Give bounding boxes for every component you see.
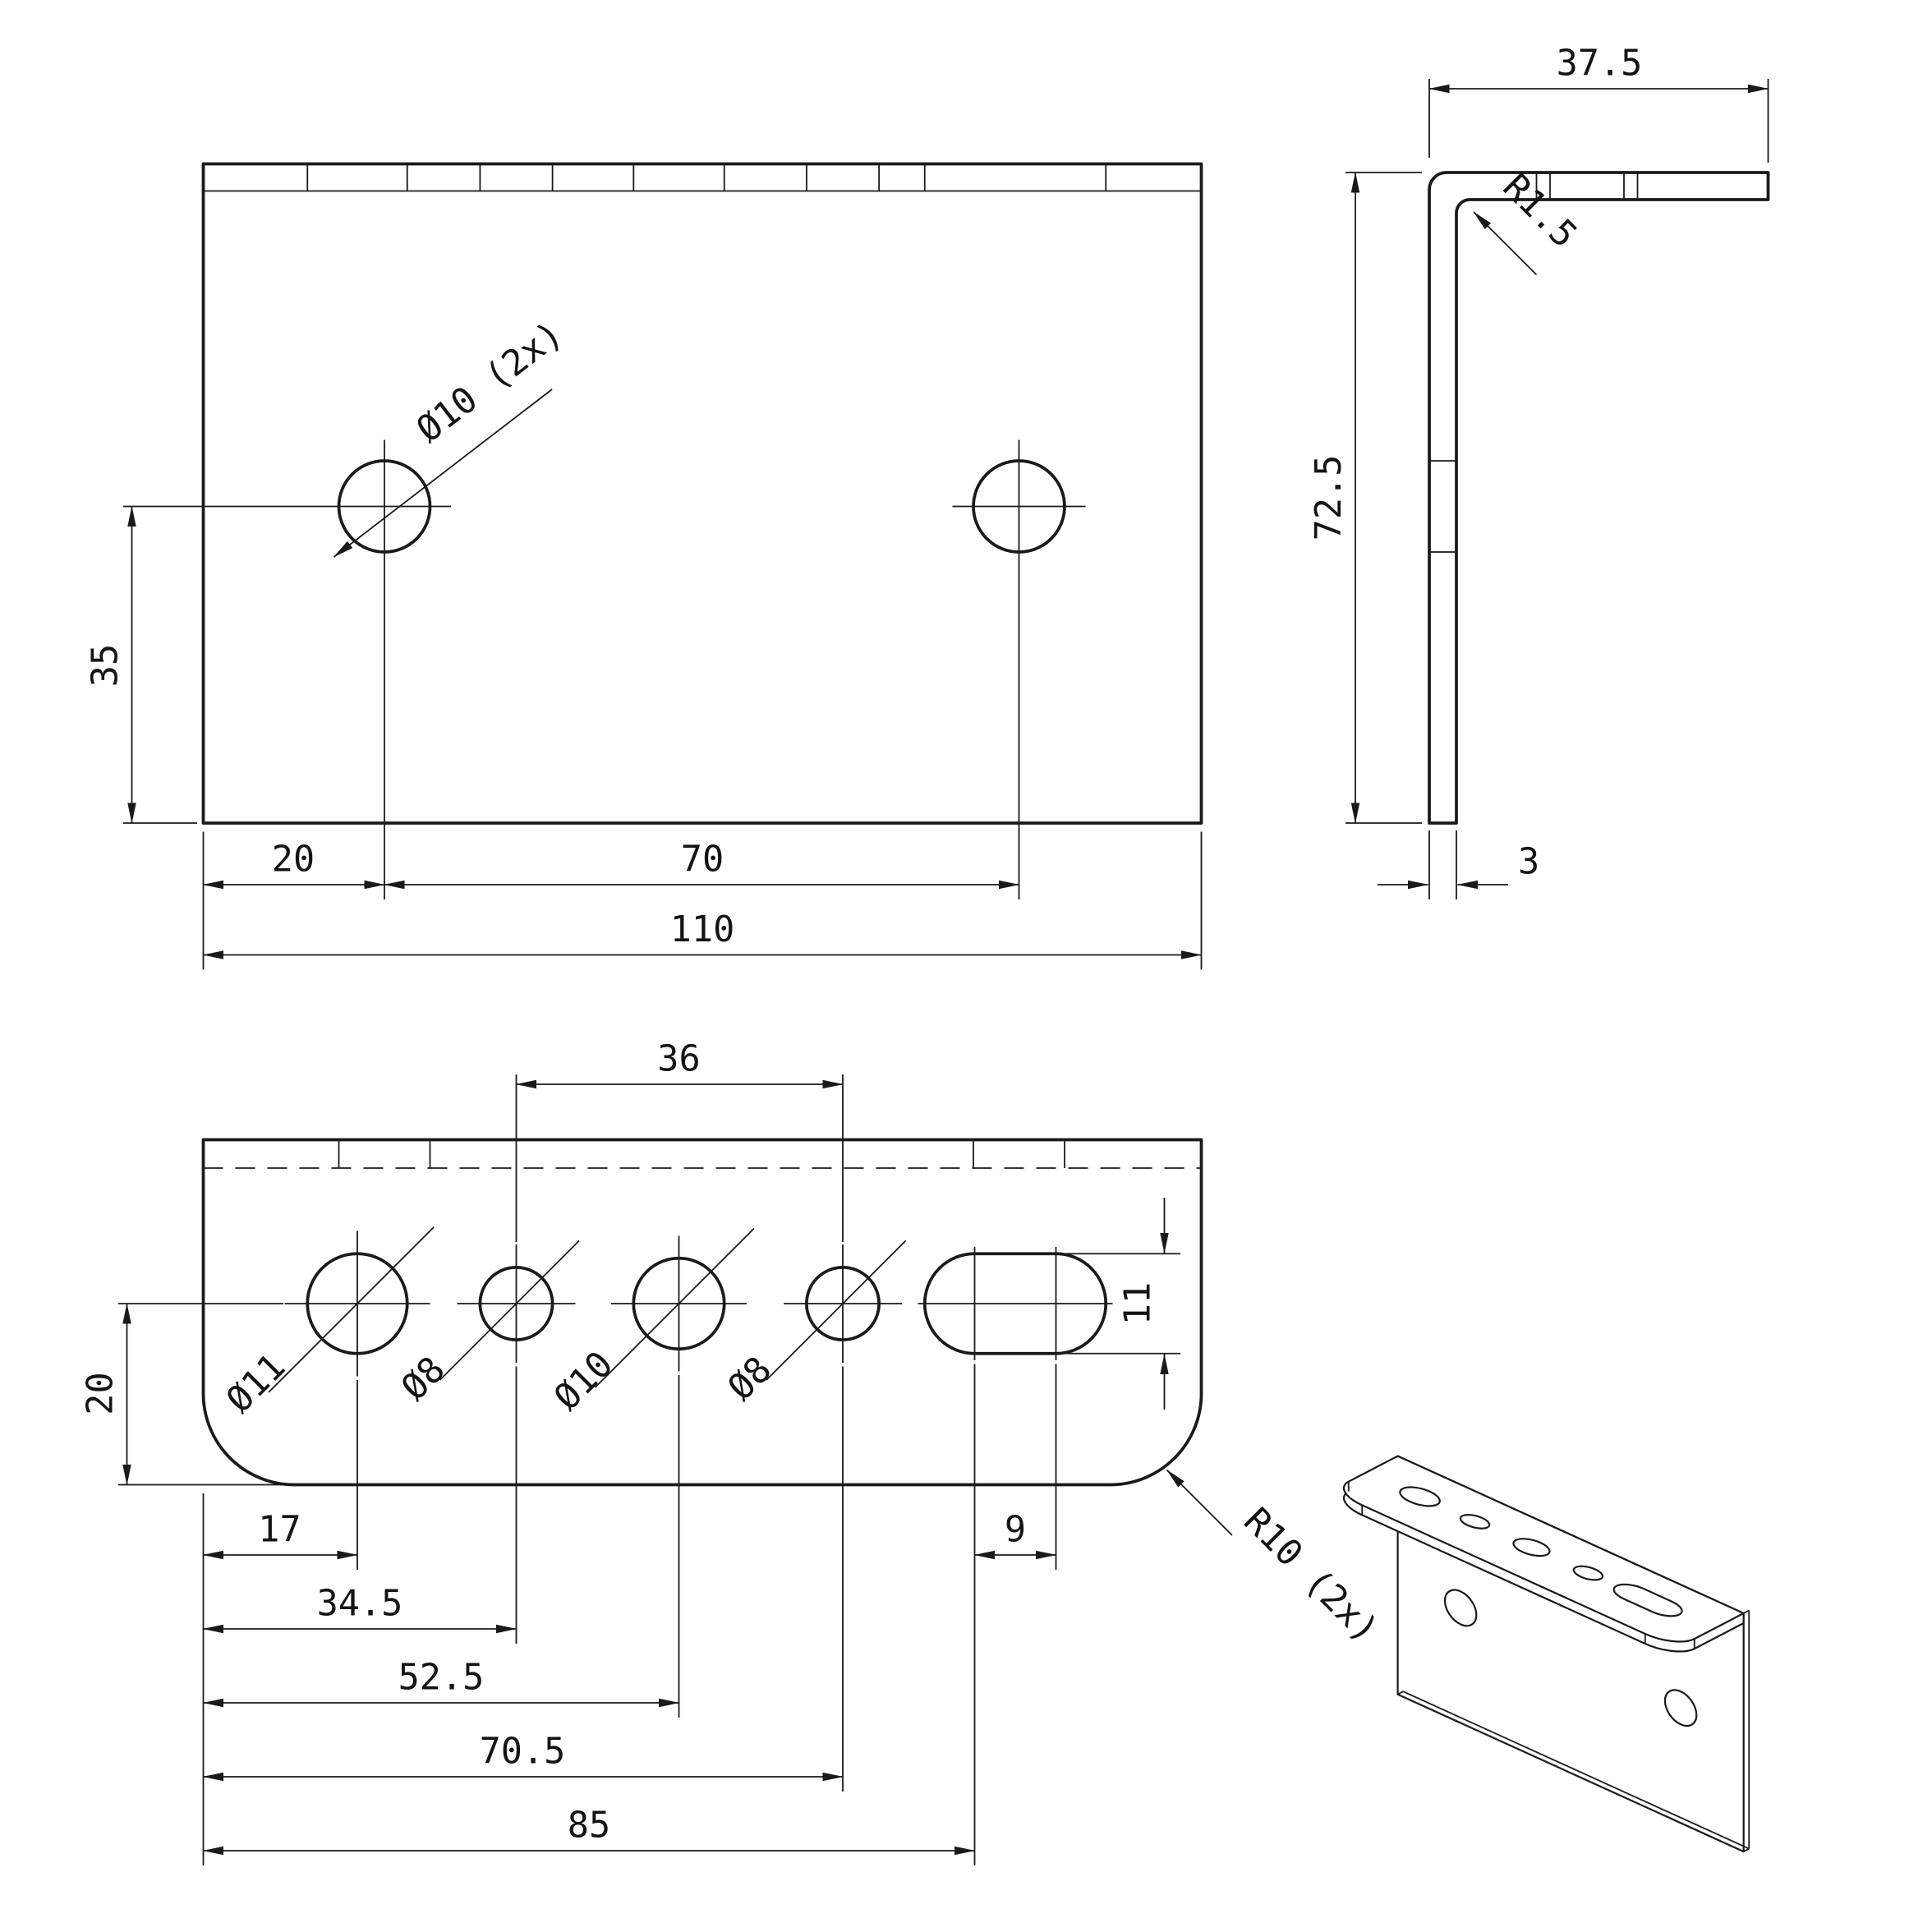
dim-front-70: 70 <box>681 840 724 881</box>
flange-hidden-hole-ticks <box>338 1139 1065 1168</box>
dim-front-35: 35 <box>85 644 126 687</box>
dim-flange-34-5: 34.5 <box>317 1584 403 1625</box>
side-dimensions: 37.5 72.5 3 <box>1309 44 1769 890</box>
isometric-view <box>1331 1456 1750 1852</box>
flange-corner-leader <box>1166 1469 1233 1536</box>
iso-flange-hole-4 <box>1568 1564 1608 1583</box>
iso-flange-hole-1 <box>1393 1484 1447 1510</box>
dim-flange-52-5: 52.5 <box>398 1658 485 1699</box>
front-hole-centerlines <box>318 439 1086 573</box>
dim-front-20: 20 <box>272 840 315 881</box>
flange-extension-lines <box>118 1074 1180 1865</box>
front-outline <box>201 162 1203 825</box>
iso-flange <box>1331 1456 1744 1649</box>
iso-flange-hole-3 <box>1506 1535 1556 1559</box>
flange-view: Ø11 Ø8 Ø10 Ø8 R10 (2x) 36 11 <box>80 1039 1387 1865</box>
iso-plate-hole-left <box>1445 1585 1476 1631</box>
dim-side-72-5: 72.5 <box>1309 455 1350 541</box>
front-view: Ø10 (2x) 35 20 70 110 <box>85 162 1203 970</box>
dim-flange-11: 11 <box>1118 1282 1159 1325</box>
side-fillet-leader <box>1473 211 1538 276</box>
flange-hole-leaders <box>268 1226 907 1393</box>
front-dimensions: 35 20 70 110 <box>85 505 1203 959</box>
dim-flange-85: 85 <box>568 1806 610 1847</box>
flange-corner-callout: R10 (2x) <box>1235 1500 1387 1651</box>
iso-plate-hole-right <box>1665 1685 1696 1732</box>
dim-flange-70-5: 70.5 <box>480 1732 566 1773</box>
dim-flange-20: 20 <box>80 1372 122 1414</box>
iso-flange-slot <box>1607 1580 1689 1619</box>
dim-side-37-5: 37.5 <box>1557 44 1643 85</box>
flange-dimensions: 36 11 20 17 9 34.5 52.5 70.5 85 <box>80 1039 1169 1856</box>
dim-side-3: 3 <box>1518 842 1539 883</box>
dim-front-110: 110 <box>670 909 735 950</box>
front-hidden-hole-ticks <box>306 163 1107 191</box>
dim-flange-36: 36 <box>657 1039 700 1080</box>
dim-flange-9: 9 <box>1005 1510 1026 1551</box>
iso-flange-edge-connectors <box>1347 1481 1745 1649</box>
side-hidden-lines <box>1429 172 1639 553</box>
iso-flange-hole-2 <box>1456 1512 1495 1531</box>
iso-plate-thickness <box>1397 1609 1750 1852</box>
front-hole-leader <box>333 389 553 558</box>
side-outline <box>1428 171 1770 825</box>
flange-outline <box>201 1138 1203 1487</box>
dim-flange-17: 17 <box>258 1510 301 1551</box>
side-view: R1.5 37.5 72.5 3 <box>1309 44 1770 899</box>
